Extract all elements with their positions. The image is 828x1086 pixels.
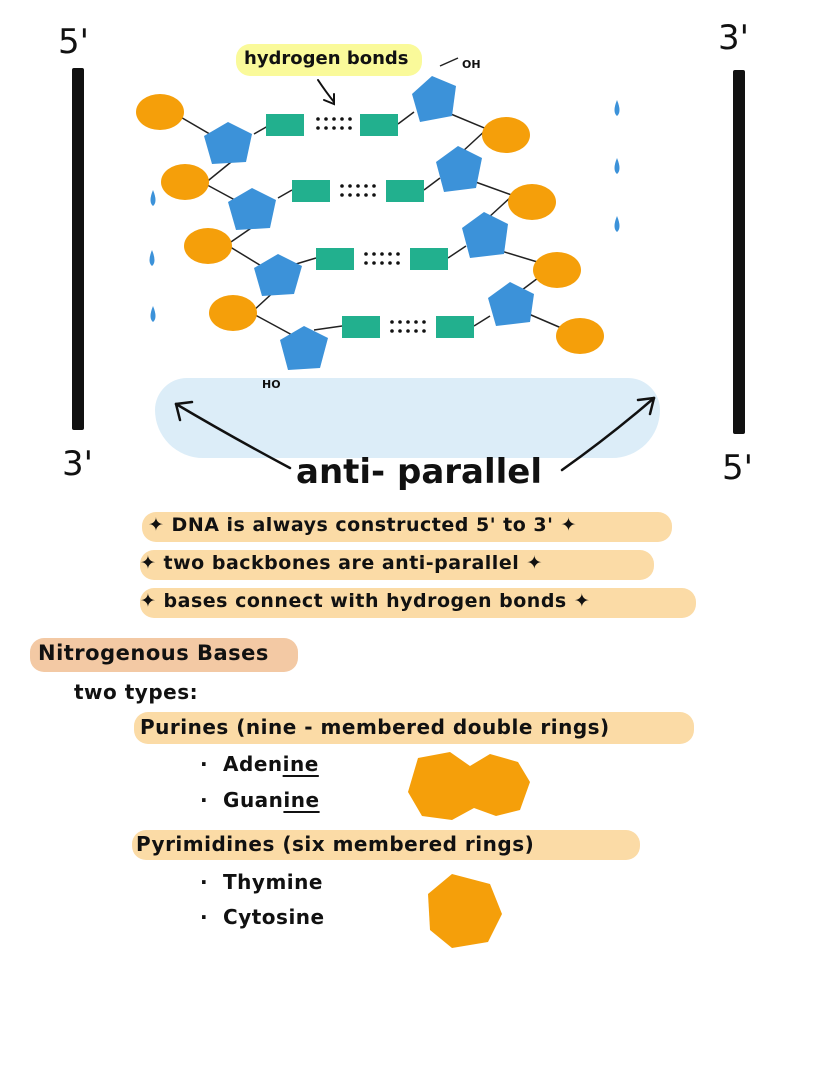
phosphate-circle [556,318,604,354]
purines-highlight [134,712,694,744]
heading-highlight [30,638,298,672]
right-bottom-end-label: 5' [722,448,753,488]
phosphate-groups [136,94,604,354]
water-drop-icon [614,216,620,232]
sugar-pentagon [412,76,456,122]
hydroxyl-top-label: OH [462,58,481,71]
base-rect [410,248,448,270]
anti-parallel-highlight [155,378,660,458]
right-top-end-label: 3' [718,18,749,58]
star-icon: ✦ [566,590,591,612]
pyrimidine-ring-shape [428,874,502,948]
sugar-pentagon [280,326,328,370]
sugar-pentagon [462,212,508,258]
purine-double-ring-shape [408,752,530,820]
pyrimidines-label: Pyrimidines (six membered rings) [136,832,535,856]
anti-parallel-arrows [174,396,656,472]
pyrimidine-item-thymine: · Thymine [200,870,323,894]
left-arrow [174,402,292,470]
anti-parallel-label: anti- parallel [296,452,543,492]
base-rect [292,180,330,202]
right-arrow [560,396,656,472]
base-rect [360,114,398,136]
nitrogenous-base-pairs [266,114,474,338]
h-bond-group [340,184,376,197]
star-icon: ✦ [553,514,577,536]
phosphate-circle [184,228,232,264]
sugar-pentagon [228,188,276,230]
hydrogen-bond-dots [316,117,426,333]
nitrogenous-bases-heading: Nitrogenous Bases [38,641,269,665]
sugar-pentagon [488,282,534,326]
note-1-highlight [142,512,672,542]
base-rect [266,114,304,136]
purines-label: Purines (nine - membered double rings) [140,715,610,739]
hydrogen-bonds-label: hydrogen bonds [244,48,409,69]
purine-item-adenine: · Adenine [200,752,319,776]
sugar-pentagon [436,146,482,192]
base-rect [316,248,354,270]
phosphate-circle [209,295,257,331]
sugar-pentagon [254,254,302,296]
sugar-pentagon [204,122,252,164]
phosphate-circle [136,94,184,130]
note-2-highlight [140,550,654,580]
water-drop-icon [614,100,620,116]
h-bond-group [390,320,426,333]
left-backbone-bar [72,68,84,430]
hydrogen-bonds-highlight [236,44,422,76]
water-drop-icon [150,190,156,206]
phosphate-circle [482,117,530,153]
water-drop-icon [150,306,156,322]
bullet: · [200,752,224,776]
base-rect [436,316,474,338]
right-backbone-bar [733,70,745,434]
pyrimidine-item-cytosine: · Cytosine [200,905,325,929]
pyrimidines-highlight [132,830,640,860]
bullet: · [200,905,224,929]
star-icon: ✦ [148,514,172,536]
note-1: ✦ DNA is always constructed 5' to 3' ✦ [148,514,577,536]
left-bottom-end-label: 3' [62,444,93,484]
phosphate-circle [533,252,581,288]
water-drop-icon [614,158,620,174]
star-icon: ✦ [519,552,543,574]
bullet: · [200,870,224,894]
water-drop-icon [149,250,155,266]
bullet: · [200,788,224,812]
base-rect [386,180,424,202]
phosphate-circle [161,164,209,200]
h-bond-group [316,117,352,130]
note-3: ✦ bases connect with hydrogen bonds ✦ [140,590,591,612]
water-droplets [149,100,620,322]
hydrogen-bonds-arrow [317,79,335,106]
star-icon: ✦ [140,590,164,612]
note-3-highlight [140,588,696,618]
base-connectors [253,111,491,331]
hydroxyl-bottom-label: HO [262,378,281,391]
phosphate-circle [508,184,556,220]
h-bond-group [364,252,400,265]
note-2: ✦ two backbones are anti-parallel ✦ [140,552,543,574]
star-icon: ✦ [140,552,164,574]
base-rect [342,316,380,338]
deoxyribose-sugars [204,76,534,370]
left-top-end-label: 5' [58,22,89,62]
purine-item-guanine: · Guanine [200,788,320,812]
two-types-label: two types: [74,680,199,704]
